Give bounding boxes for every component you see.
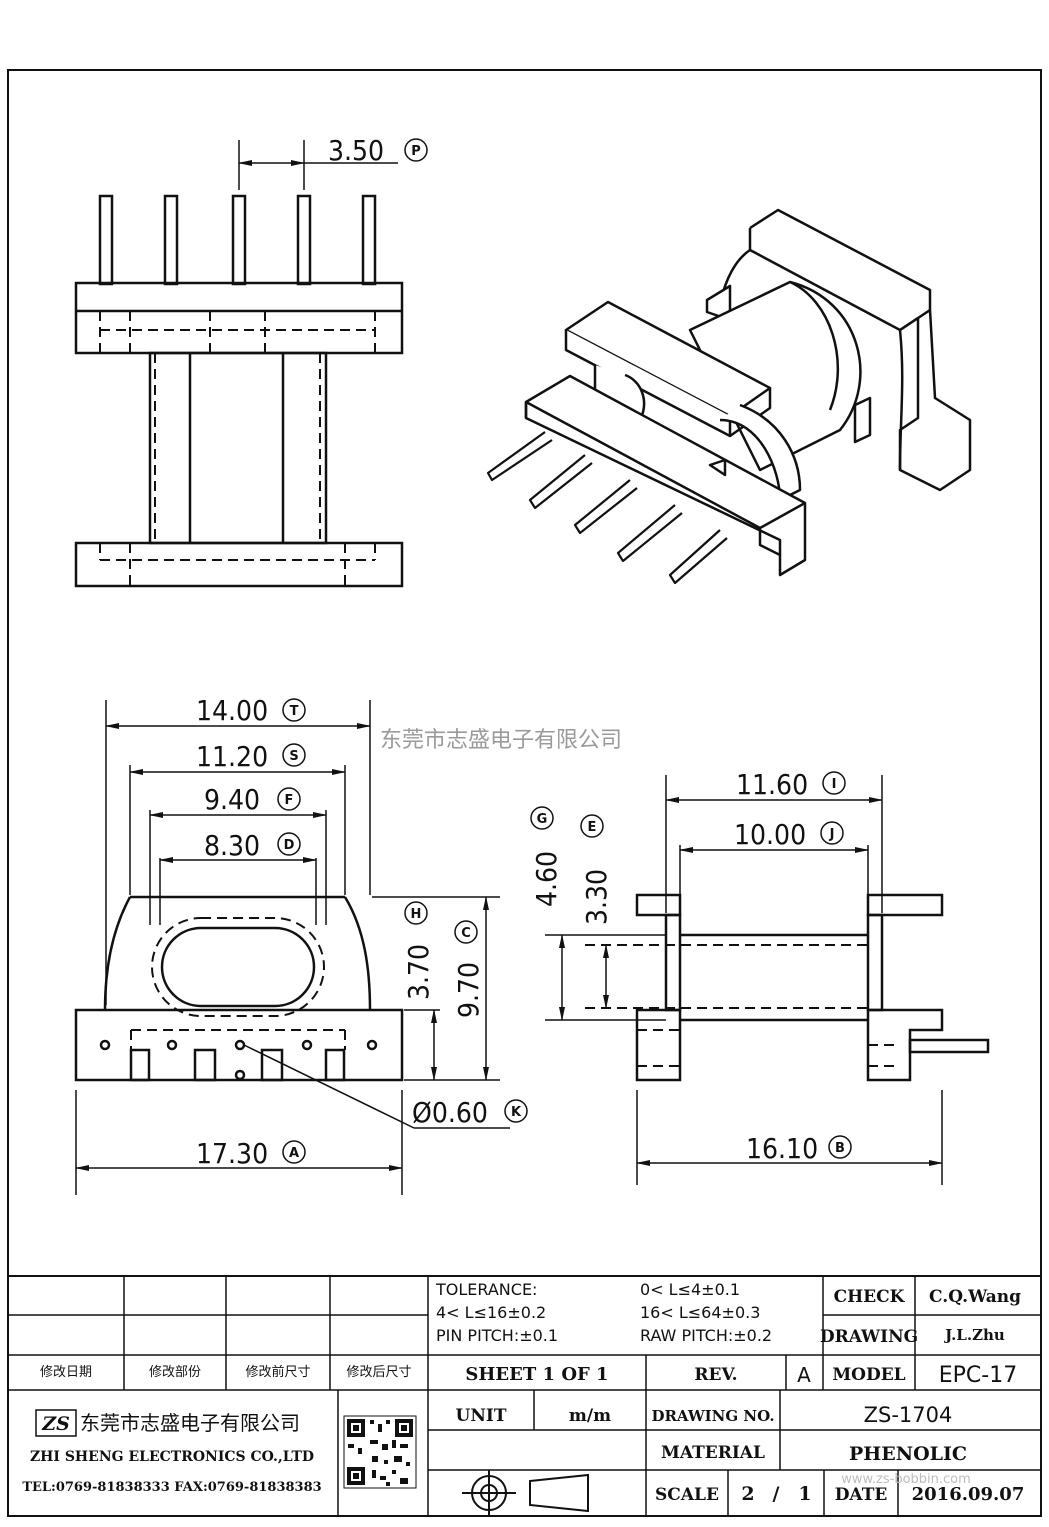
dim-E-value: 3.30 [580, 869, 613, 925]
dim-C-value: 9.70 [452, 962, 485, 1018]
rev-header-date: 修改日期 [40, 1365, 92, 1380]
dim-F-value: 9.40 [204, 783, 260, 816]
dim-H-value: 3.70 [402, 944, 435, 1000]
tolerance-label: TOLERANCE: [435, 1280, 537, 1299]
dim-F-ref: F [285, 793, 294, 808]
sheet-number: SHEET 1 OF 1 [465, 1364, 608, 1385]
date-value: 2016.09.07 [912, 1484, 1025, 1505]
scale-separator: / [773, 1483, 780, 1505]
drawing-no-label: DRAWING NO. [651, 1407, 774, 1425]
dim-K-ref: K [511, 1105, 522, 1120]
rev-header-after: 修改后尺寸 [346, 1365, 411, 1380]
dim-D-ref: D [284, 838, 295, 853]
isometric-view [486, 208, 972, 585]
dim-K-value: Ø0.60 [412, 1096, 488, 1129]
dim-I-value: 11.60 [736, 768, 808, 801]
dim-J-value: 10.00 [734, 818, 806, 851]
dim-B-value: 16.10 [746, 1132, 818, 1165]
company-name-en: ZHI SHENG ELECTRONICS CO.,LTD [30, 1449, 314, 1465]
rev-label: REV. [694, 1365, 737, 1385]
dim-S-value: 11.20 [196, 740, 268, 773]
check-value: C.Q.Wang [929, 1287, 1021, 1307]
title-block: ZS [7, 1275, 1042, 1517]
dim-A-ref: A [289, 1146, 299, 1161]
dim-B-ref: B [835, 1141, 845, 1156]
watermark-text: 东莞市志盛电子有限公司 [380, 728, 622, 753]
side-view: 11.60 I 10.00 J 16.10 B 4.60 G 3.30 E [530, 768, 990, 1185]
scale-label: SCALE [655, 1485, 719, 1505]
scale-numerator: 2 [741, 1483, 754, 1505]
date-label: DATE [835, 1485, 888, 1505]
dim-T-ref: T [290, 704, 299, 719]
dim-pin-pitch-ref: P [411, 144, 421, 159]
dim-pin-pitch: 3.50 P [238, 134, 428, 190]
dim-A-value: 17.30 [196, 1137, 268, 1170]
tolerance-range-3: 16< L≤64±0.3 [640, 1303, 760, 1322]
dim-G-value: 4.60 [530, 851, 563, 907]
material-value: PHENOLIC [849, 1443, 967, 1465]
tolerance-range-2: 4< L≤16±0.2 [436, 1303, 546, 1322]
dim-I-ref: I [832, 777, 837, 792]
scale-denominator: 1 [798, 1483, 811, 1505]
dim-C-ref: C [461, 926, 471, 941]
dim-S-ref: S [289, 749, 298, 764]
drawing-no-value: ZS-1704 [864, 1403, 953, 1427]
tolerance-raw-pitch: RAW PITCH:±0.2 [640, 1326, 772, 1345]
drawing-label: DRAWING [820, 1327, 918, 1347]
tolerance-pin-pitch: PIN PITCH:±0.1 [436, 1326, 558, 1345]
tolerance-range-1: 0< L≤4±0.1 [640, 1280, 740, 1299]
material-label: MATERIAL [661, 1443, 765, 1463]
company-logo: ZS [35, 1409, 77, 1437]
dim-G-ref: G [537, 812, 548, 827]
company-logo-text: ZS [41, 1413, 70, 1435]
dim-E-ref: E [588, 820, 597, 835]
unit-label: UNIT [456, 1406, 507, 1426]
projection-symbol [462, 1470, 589, 1516]
company-name-cn: 东莞市志盛电子有限公司 [80, 1411, 300, 1435]
rev-header-part: 修改部份 [149, 1365, 201, 1380]
dim-H-ref: H [411, 907, 422, 922]
rev-value: A [797, 1363, 811, 1387]
drawing-value: J.L.Zhu [943, 1326, 1005, 1344]
check-label: CHECK [834, 1287, 906, 1307]
company-contact: TEL:0769-81838333 FAX:0769-81838383 [22, 1480, 321, 1495]
watermark-url: www.zs-bobbin.com [841, 1472, 971, 1487]
dim-J-ref: J [829, 827, 835, 842]
rev-header-before: 修改前尺寸 [245, 1364, 310, 1380]
end-view: 14.00 T 11.20 S 9.40 F 8.30 D 17.30 A Ø0… [74, 694, 528, 1195]
dim-T-value: 14.00 [196, 694, 268, 727]
unit-value: m/m [569, 1406, 611, 1426]
model-label: MODEL [832, 1365, 905, 1385]
front-view-top [74, 194, 404, 588]
model-value: EPC-17 [939, 1363, 1017, 1388]
dim-D-value: 8.30 [204, 829, 260, 862]
qr-code [343, 1415, 417, 1489]
dim-pin-pitch-value: 3.50 [328, 134, 384, 167]
